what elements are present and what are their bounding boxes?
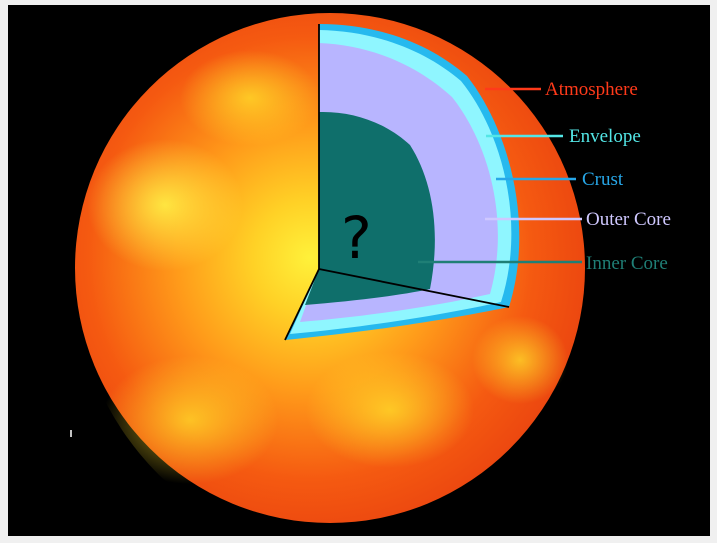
surface-glow-upper-left (87, 139, 243, 271)
inner-core-region (305, 111, 435, 305)
outer-core-label: Outer Core (586, 209, 671, 230)
surface-glow-lower-right (472, 316, 568, 404)
unknown-core-mark: ? (341, 204, 372, 272)
crust-label: Crust (582, 169, 624, 190)
envelope-label: Envelope (569, 126, 641, 147)
surface-glow-lower-middle (306, 352, 474, 468)
atmosphere-label: Atmosphere (545, 79, 638, 100)
wedge-axis-right (318, 268, 510, 308)
surface-glow-lower-left (102, 356, 278, 484)
inner-core-label: Inner Core (586, 253, 668, 274)
cutaway-wedge: ? (284, 24, 520, 341)
wedge-axis-front (284, 268, 320, 341)
layer-labels: Atmosphere Envelope Crust Outer Core Inn… (418, 79, 671, 274)
surface-glow-top (180, 50, 320, 146)
surface-blotches (87, 50, 568, 484)
